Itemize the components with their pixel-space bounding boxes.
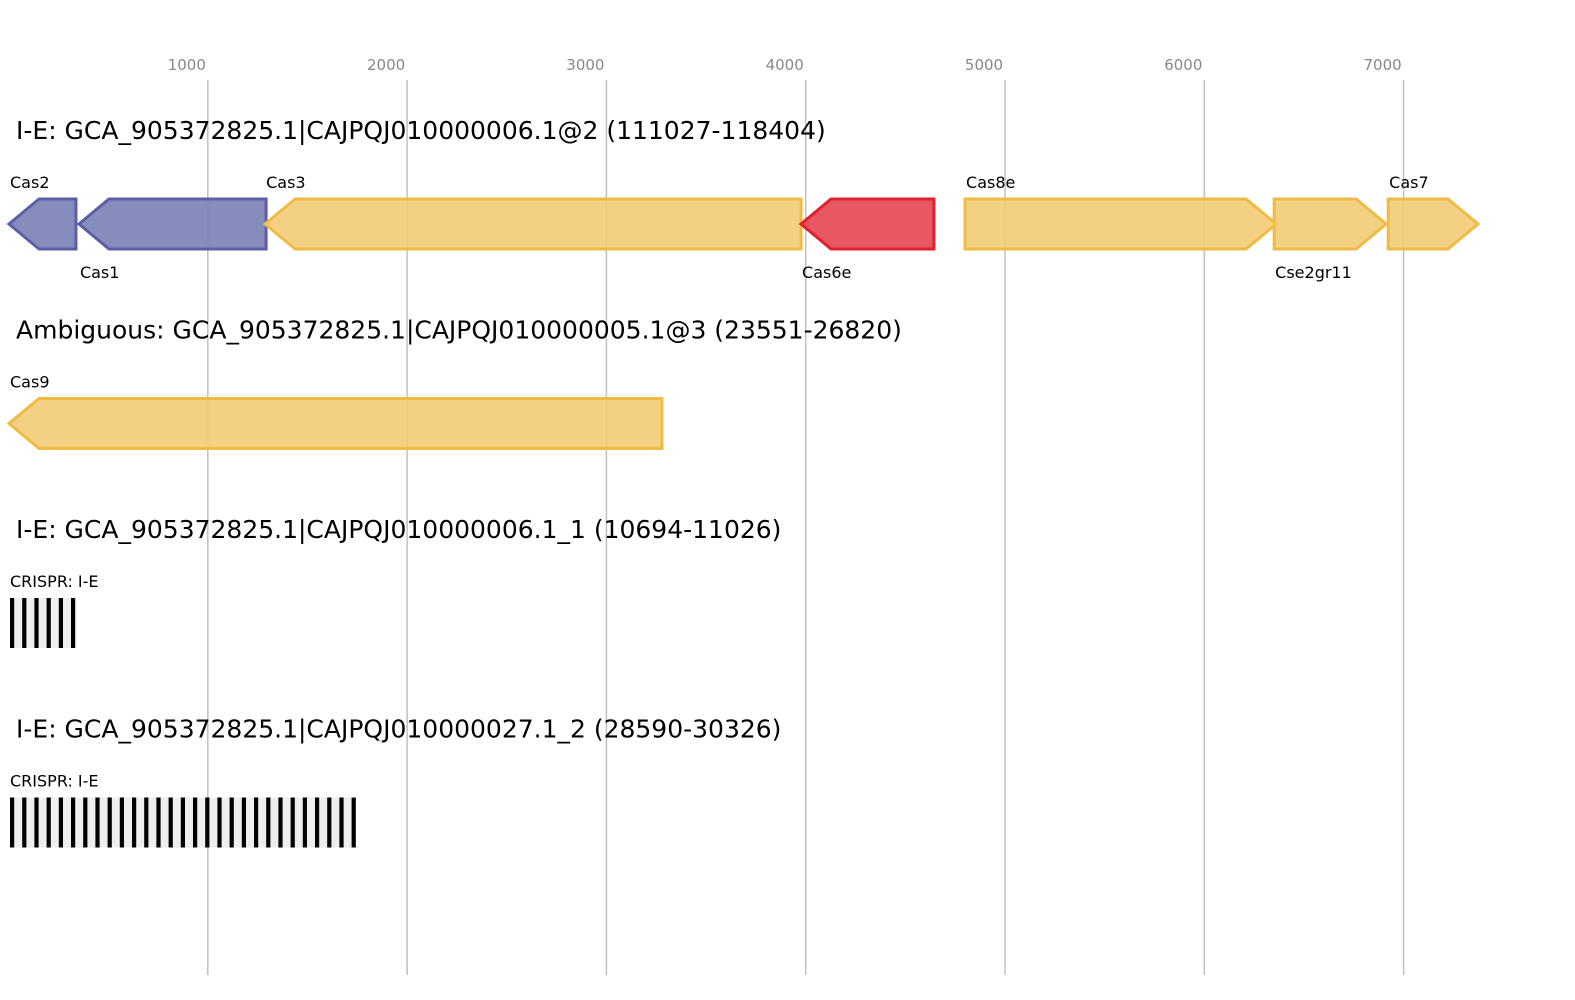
crispr-repeat: [132, 797, 137, 848]
crispr-repeat: [217, 797, 222, 848]
tick-label: 4000: [766, 56, 804, 74]
crispr-repeat: [315, 797, 320, 848]
gene-label: Cse2gr11: [1275, 263, 1352, 282]
gene-label: Cas7: [1389, 173, 1429, 192]
crispr-repeat: [229, 797, 234, 848]
crispr-repeat: [22, 598, 27, 648]
track: Ambiguous: GCA_905372825.1|CAJPQJ0100000…: [6, 316, 902, 450]
crispr-repeat: [22, 797, 27, 848]
gene-label: Cas9: [10, 373, 50, 392]
crispr-repeat: [351, 797, 356, 848]
crispr-repeat: [34, 598, 39, 648]
crispr-repeat: [10, 797, 15, 848]
crispr-repeat: [290, 797, 295, 848]
tick-label: 1000: [168, 56, 206, 74]
gene-label: Cas6e: [802, 263, 851, 282]
gene-label: Cas3: [266, 173, 306, 192]
crispr-repeat: [278, 797, 283, 848]
crispr-repeat: [327, 797, 332, 848]
crispr-repeat: [107, 797, 112, 848]
crispr-repeat: [205, 797, 210, 848]
crispr-repeat: [302, 797, 307, 848]
crispr-repeat: [241, 797, 246, 848]
crispr-repeat: [10, 598, 15, 648]
gene-cas9[interactable]: [6, 397, 664, 450]
crispr-repeat: [180, 797, 185, 848]
crispr-repeat: [71, 598, 76, 648]
crispr-repeat: [266, 797, 271, 848]
track: I-E: GCA_905372825.1|CAJPQJ010000027.1_2…: [10, 715, 781, 848]
tracks: I-E: GCA_905372825.1|CAJPQJ010000006.1@2…: [6, 116, 1481, 848]
crispr-repeat: [83, 797, 88, 848]
gene-cas8e[interactable]: [963, 197, 1279, 251]
crispr-label: CRISPR: I-E: [10, 772, 99, 791]
crispr-repeat: [119, 797, 124, 848]
gene-cas2[interactable]: [6, 197, 78, 251]
crispr-repeat: [58, 797, 63, 848]
crispr-repeat: [144, 797, 149, 848]
crispr-repeat: [156, 797, 161, 848]
crispr-repeat: [46, 598, 51, 648]
track-title: Ambiguous: GCA_905372825.1|CAJPQJ0100000…: [16, 316, 902, 345]
crispr-repeat: [95, 797, 100, 848]
gene-label: Cas1: [80, 263, 120, 282]
tick-label: 6000: [1164, 56, 1202, 74]
crispr-repeat: [46, 797, 51, 848]
tick-label: 5000: [965, 56, 1003, 74]
crispr-repeat: [254, 797, 259, 848]
crispr-array[interactable]: [10, 598, 76, 648]
track-title: I-E: GCA_905372825.1|CAJPQJ010000006.1_1…: [16, 515, 781, 544]
gene-label: Cas2: [10, 173, 50, 192]
gene-cas3[interactable]: [262, 197, 803, 251]
tick-label: 3000: [566, 56, 604, 74]
gene-cas7[interactable]: [1386, 197, 1481, 251]
crispr-label: CRISPR: I-E: [10, 572, 99, 591]
crispr-repeat: [339, 797, 344, 848]
gene-cas6e[interactable]: [798, 197, 936, 251]
crispr-repeat: [58, 598, 63, 648]
gene-cse2gr11[interactable]: [1272, 197, 1389, 251]
crispr-repeat: [71, 797, 76, 848]
track-title: I-E: GCA_905372825.1|CAJPQJ010000027.1_2…: [16, 715, 781, 744]
tick-label: 2000: [367, 56, 405, 74]
tick-label: 7000: [1364, 56, 1402, 74]
gene-label: Cas8e: [966, 173, 1015, 192]
crispr-repeat: [34, 797, 39, 848]
gene-cas1[interactable]: [76, 197, 268, 251]
track: I-E: GCA_905372825.1|CAJPQJ010000006.1_1…: [10, 515, 781, 648]
crispr-repeat: [193, 797, 198, 848]
crispr-repeat: [168, 797, 173, 848]
track-title: I-E: GCA_905372825.1|CAJPQJ010000006.1@2…: [16, 116, 826, 145]
track: I-E: GCA_905372825.1|CAJPQJ010000006.1@2…: [6, 116, 1481, 282]
